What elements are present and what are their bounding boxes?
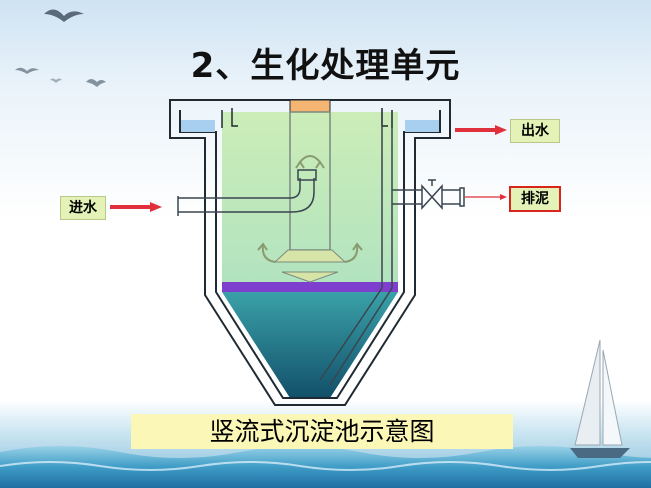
sludge-pipe: [319, 110, 465, 386]
sailboat-icon: [570, 339, 630, 458]
seagull-icon: [15, 9, 106, 87]
center-pipe-top: [289, 99, 331, 113]
slide-title: 2、生化处理单元: [190, 46, 461, 86]
sludge-blanket: [222, 282, 398, 292]
diagram-caption: 竖流式沉淀池示意图: [131, 414, 513, 449]
inlet-pipe: [177, 169, 317, 216]
sludge-arrow: [465, 194, 507, 200]
sludge-hopper: [222, 292, 398, 398]
deflector-cone: [273, 249, 347, 263]
left-trough-water: [181, 120, 215, 132]
inlet-arrow: [110, 202, 162, 212]
outlet-label: 出水: [510, 119, 560, 143]
outlet-arrow: [455, 125, 507, 135]
sludge-discharge-label: 排泥: [509, 186, 561, 212]
water-zone: [222, 112, 398, 282]
inlet-label: 进水: [60, 196, 106, 220]
sea-waves: [0, 446, 651, 488]
right-trough-water: [405, 120, 439, 132]
